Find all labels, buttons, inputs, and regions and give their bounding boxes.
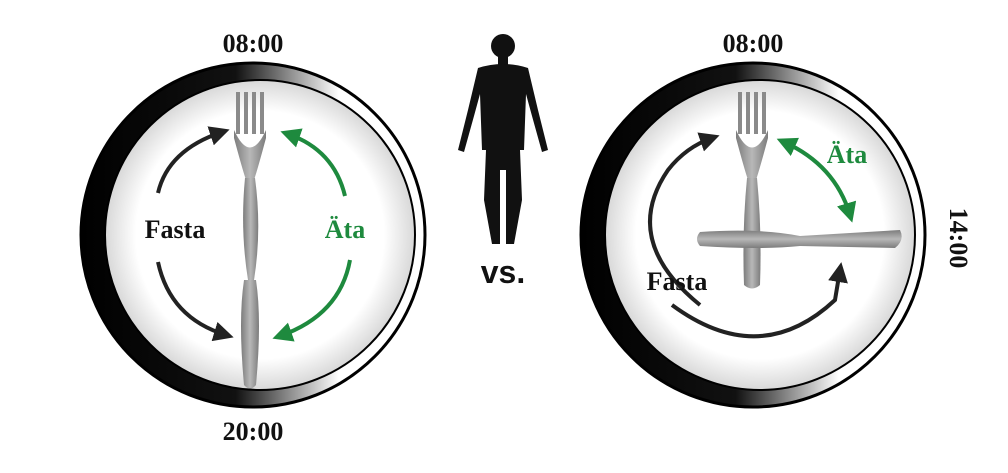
right-fast-label: Fasta [647,267,708,296]
left-bottom-time: 20:00 [223,417,284,446]
knife-icon [697,230,902,248]
arrow-icon [648,132,720,307]
arrow-icon [156,261,234,342]
left-eat-label: Äta [325,215,365,244]
right-top-time: 08:00 [723,29,784,58]
arrow-icon [156,126,230,194]
left-top-time: 08:00 [223,29,284,58]
knife-icon [241,280,259,389]
arrow-icon [670,262,848,339]
left-clock: Fasta Äta [79,61,427,409]
right-plate-outline [579,61,927,409]
vs-label: vs. [481,254,525,290]
arrow-icon [272,259,352,342]
right-side-time: 14:00 [944,208,973,269]
arrow-icon [776,137,857,223]
human-silhouette-icon [458,34,548,244]
fork-icon [234,92,266,280]
left-fast-label: Fasta [145,215,206,244]
arrow-icon [280,128,347,197]
right-eat-label: Äta [827,140,867,169]
right-clock: Fasta Äta [579,61,927,409]
left-plate-outline [79,61,427,409]
